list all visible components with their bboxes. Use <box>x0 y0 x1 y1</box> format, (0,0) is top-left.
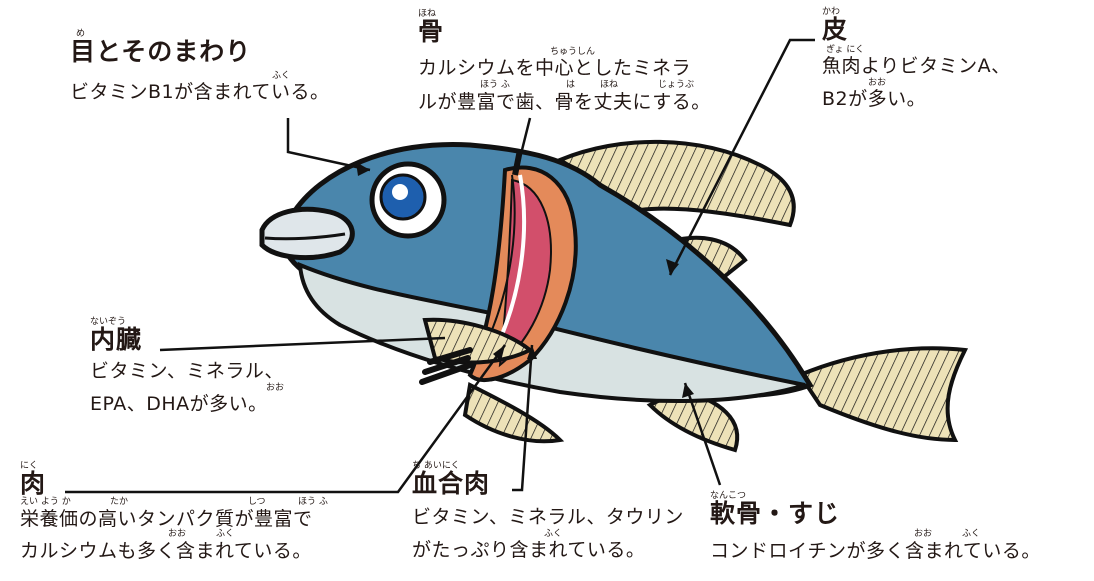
organs-label: ないぞう 内臓 ビタミン、ミネラル、 おお EPA、DHAが多い。 <box>90 318 284 417</box>
meat-ruby-shitsu: しつ <box>248 497 266 507</box>
cartilage-label: なんこつ 軟骨・すじ おお ふく コンドロイチンが多く含まれている。 <box>710 492 1041 564</box>
leader-lines <box>65 38 815 494</box>
fish-mouth <box>259 206 355 261</box>
eyes-desc-ruby: ふく <box>272 71 291 81</box>
meat-title: 肉 <box>20 469 47 498</box>
bone-ruby-hone: ほね <box>600 79 619 90</box>
meat-ruby-houfu: ほう ふ <box>298 497 328 507</box>
skin-ruby: かわ <box>822 7 841 17</box>
meat-ruby-eiyouka: えい よう か <box>20 497 71 507</box>
belly-fin <box>462 382 565 444</box>
blood-meat-ruby: ち あいにく <box>412 461 460 471</box>
arrowheads <box>356 162 694 398</box>
eyes-ruby: め <box>76 29 86 39</box>
bone-label: ほね 骨 ちゅうしん カルシウムを中心としたミネラ ほう ふ は ほね じょうぶ… <box>418 10 711 115</box>
blood-meat-desc-line-2: がたっぷり含まれている。 <box>412 538 646 561</box>
bone-ruby: ほね <box>418 9 437 19</box>
cartilage-ruby: なんこつ <box>710 491 747 501</box>
meat-desc-line-1: 栄養価の高いタンパク質が豊富で <box>20 508 313 530</box>
organs-desc-line-1: ビタミン、ミネラル、 <box>90 360 284 382</box>
skin-desc-ruby-1: ぎょ にく <box>826 45 865 55</box>
meat-ruby-oo: おお <box>168 528 187 539</box>
bone-desc-line-1: カルシウムを中心としたミネラ <box>418 57 692 79</box>
eyes-label: め 目とそのまわり ふく ビタミンB1が含まれている。 <box>70 30 330 105</box>
cartilage-ruby-oo: おお <box>914 529 933 539</box>
skin-title: 皮 <box>822 15 849 44</box>
organs-ruby: ないぞう <box>90 317 127 327</box>
cartilage-title: 軟骨・すじ <box>710 499 841 528</box>
meat-desc-line-2: カルシウムも多く含まれている。 <box>20 539 312 562</box>
bone-title: 骨 <box>418 17 445 46</box>
bone-ruby-joubu: じょうぶ <box>658 79 695 90</box>
organs-desc-ruby: おお <box>266 382 285 393</box>
skin-label: かわ 皮 ぎょ にく 魚肉よりビタミンA、 おお B2が多い。 <box>822 8 1011 112</box>
blood-meat-title: 血合肉 <box>412 469 491 498</box>
organs-title: 内臓 <box>90 325 143 354</box>
eyes-title: 目とそのまわり <box>70 37 252 66</box>
cartilage-desc: コンドロイチンが多く含まれている。 <box>710 540 1041 562</box>
meat-ruby-taka: たか <box>110 497 129 507</box>
tail-fin <box>796 346 969 443</box>
blood-meat-label: ち あいにく 血合肉 ビタミン、ミネラル、タウリン ふく がたっぷり含まれている… <box>412 462 684 563</box>
meat-label: にく 肉 えい よう か たか しつ ほう ふ 栄養価の高いタンパク質が豊富で … <box>20 461 328 564</box>
organs-desc-line-2: EPA、DHAが多い。 <box>90 392 268 415</box>
bone-ruby-ha: は <box>566 79 576 90</box>
bone-desc-line-2: ルが豊富で歯、骨を丈夫にする。 <box>418 90 711 113</box>
meat-ruby-fuku: ふく <box>216 528 235 539</box>
blood-meat-desc-line-1: ビタミン、ミネラル、タウリン <box>412 506 684 528</box>
skin-desc-line-1: 魚肉よりビタミンA、 <box>822 55 1011 77</box>
bone-desc-ruby-1: ちゅうしん <box>550 47 596 57</box>
bone-ruby-hofu: ほう ふ <box>480 79 510 90</box>
skin-desc-ruby-2: おお <box>868 77 887 88</box>
dorsal-fin <box>555 139 796 228</box>
eyes-desc: ビタミンB1が含まれている。 <box>70 81 330 103</box>
skin-desc-line-2: B2が多い。 <box>822 87 927 110</box>
meat-ruby: にく <box>20 461 38 471</box>
blood-meat-desc-ruby: ふく <box>544 528 563 539</box>
cartilage-ruby-fuku: ふく <box>962 529 981 539</box>
